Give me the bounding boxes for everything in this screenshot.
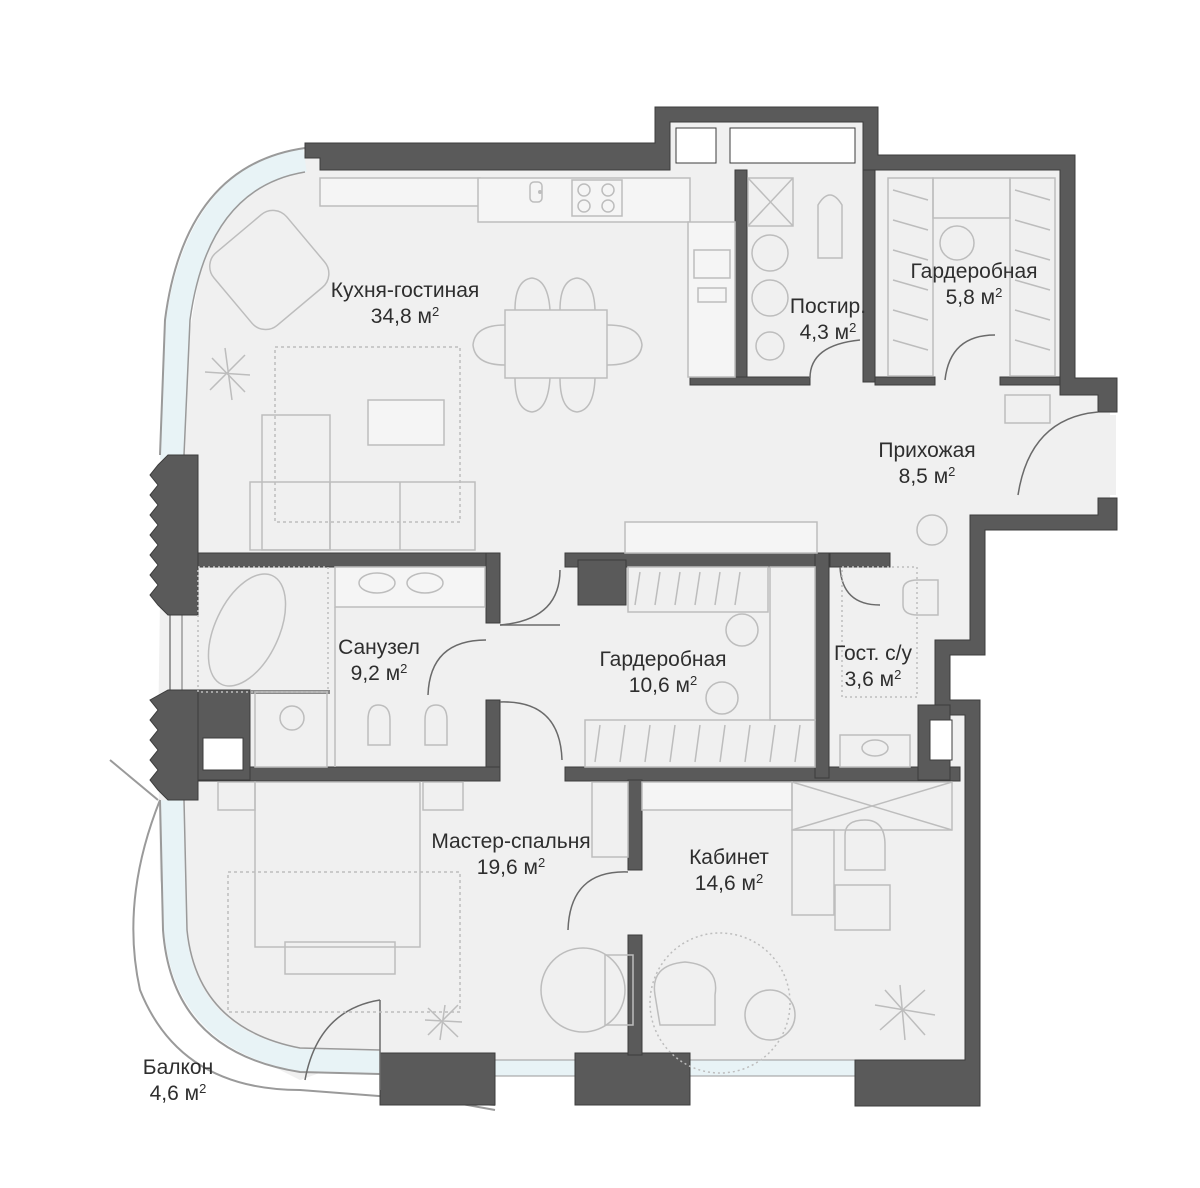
- room-name: Постир.: [789, 295, 867, 318]
- room-area: 4,3 м2: [799, 320, 857, 344]
- fixtures: [538, 190, 542, 194]
- bedroom-window-curve: [161, 799, 381, 1073]
- room-label-bath: Санузел 9,2 м2: [338, 635, 420, 687]
- outer-wall-top: [304, 106, 1118, 413]
- room-area: 34,8 м2: [370, 304, 440, 328]
- room-area: 4,6 м2: [149, 1081, 207, 1105]
- room-area: 14,6 м2: [694, 871, 764, 895]
- room-label-guest-wc: Гост. с/у 3,6 м2: [834, 641, 912, 693]
- wall-windows: [202, 127, 953, 771]
- room-name: Гардеробная: [910, 260, 1038, 283]
- room-label-hall: Прихожая 8,5 м2: [878, 438, 975, 490]
- outer-wall-bottom-1: [379, 1052, 496, 1106]
- room-label-wardrobe-1: Гардеробная 5,8 м2: [910, 259, 1037, 311]
- left-pillar-bottom: [149, 689, 199, 801]
- room-label-wardrobe-2: Гардеробная 10,6 м2: [599, 647, 726, 699]
- room-area: 19,6 м2: [476, 855, 546, 879]
- room-label-kitchen: Кухня-гостиная 34,8 м2: [331, 278, 480, 330]
- outer-wall-right: [854, 497, 1118, 1107]
- room-area: 10,6 м2: [628, 673, 698, 697]
- furniture: [197, 177, 1056, 1074]
- room-area: 3,6 м2: [844, 667, 902, 691]
- room-area: 9,2 м2: [350, 661, 408, 685]
- glazing: [159, 147, 1116, 1077]
- living-window-curve: [160, 148, 307, 461]
- left-pillar-top: [149, 454, 199, 616]
- room-label-master-bedroom: Мастер-спальня 19,6 м2: [431, 829, 590, 881]
- room-area: 5,8 м2: [945, 285, 1003, 309]
- room-name: Балкон: [142, 1056, 214, 1079]
- room-name: Санузел: [338, 636, 420, 659]
- outer-wall-bottom-2: [574, 1052, 691, 1106]
- room-name: Кабинет: [689, 846, 769, 869]
- room-name: Мастер-спальня: [431, 830, 591, 853]
- room-name: Гост. с/у: [834, 642, 912, 665]
- room-label-balcony: Балкон 4,6 м2: [143, 1055, 213, 1107]
- room-label-laundry: Постир. 4,3 м2: [790, 294, 866, 346]
- doors: [304, 334, 1099, 1090]
- room-name: Кухня-гостиная: [330, 279, 480, 302]
- walls: [149, 106, 1118, 1107]
- room-label-office: Кабинет 14,6 м2: [689, 845, 769, 897]
- room-area: 8,5 м2: [898, 464, 956, 488]
- room-name: Гардеробная: [599, 648, 727, 671]
- room-name: Прихожая: [878, 439, 976, 462]
